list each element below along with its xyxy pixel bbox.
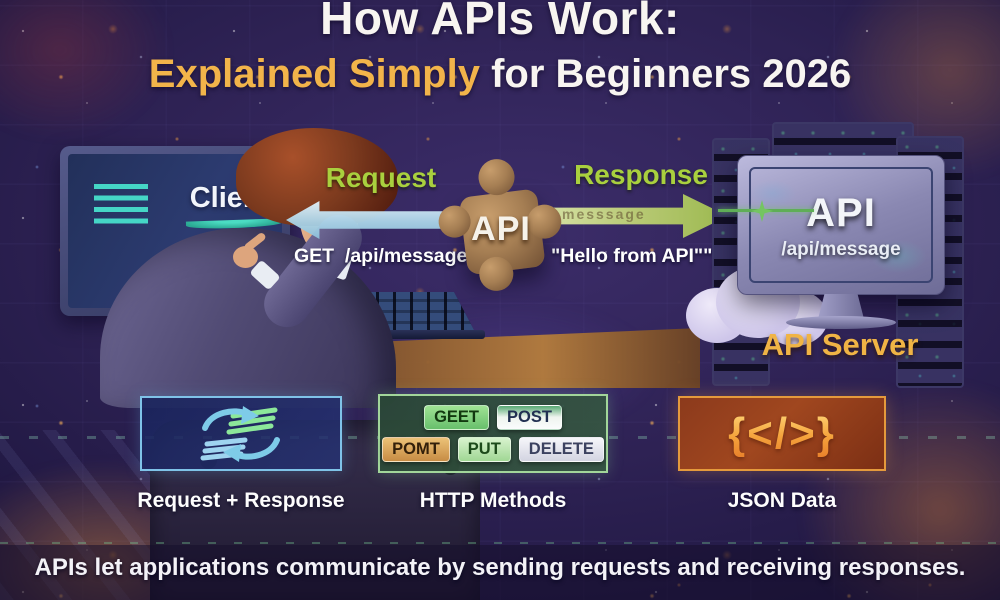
- response-code: "Hello from API""): [551, 245, 719, 267]
- http-badge-post: POST: [497, 405, 562, 430]
- request-code: GET /api/message: [294, 245, 468, 267]
- card-request-response: [140, 396, 342, 471]
- card-label-request-response: Request + Response: [137, 489, 345, 512]
- response-arrow-hint-text: messsage: [562, 206, 646, 222]
- monitor-stand-base: [786, 316, 896, 329]
- page-title: How APIs Work:: [320, 0, 680, 44]
- http-badge-row-2: POMT PUT DELETE: [382, 437, 604, 462]
- footer-dashed-line: [0, 542, 1000, 544]
- http-badge-pomt: POMT: [382, 437, 450, 462]
- server-screen: API /api/message: [749, 167, 933, 283]
- card-json-data: {</>}: [678, 396, 886, 471]
- footer-caption: APIs let applications communicate by sen…: [34, 554, 966, 581]
- card-http-methods: GEET POST POMT PUT DELETE: [378, 394, 608, 473]
- server-monitor: API /api/message: [737, 155, 945, 295]
- footer-band: [0, 545, 1000, 600]
- card-label-json-data: JSON Data: [727, 489, 837, 512]
- response-label: Response: [574, 159, 708, 190]
- sync-arrows-icon: [200, 405, 280, 462]
- card-label-http-methods: HTTP Methods: [419, 489, 567, 512]
- server-screen-title: API: [806, 191, 876, 235]
- code-brackets-icon: {</>}: [728, 408, 836, 458]
- server-screen-path: /api/message: [781, 239, 901, 260]
- page-subtitle: Explained Simply for Beginners 2026: [0, 52, 1000, 97]
- menu-lines-icon: [94, 184, 148, 224]
- subtitle-rest: for Beginners 2026: [479, 52, 852, 96]
- api-server-label: API Server: [761, 327, 919, 362]
- http-badge-delete: DELETE: [518, 437, 604, 462]
- monitor-stand: [818, 294, 864, 319]
- subtitle-highlight: Explained Simply: [148, 52, 480, 96]
- person-hand: [233, 246, 258, 268]
- api-puzzle-group: API: [436, 156, 564, 304]
- http-badge-row-1: GEET POST: [424, 405, 562, 430]
- request-label: Request: [325, 162, 437, 193]
- api-badge-label: API: [471, 210, 531, 248]
- http-badge-put: PUT: [457, 437, 511, 462]
- http-badge-get: GEET: [424, 405, 489, 430]
